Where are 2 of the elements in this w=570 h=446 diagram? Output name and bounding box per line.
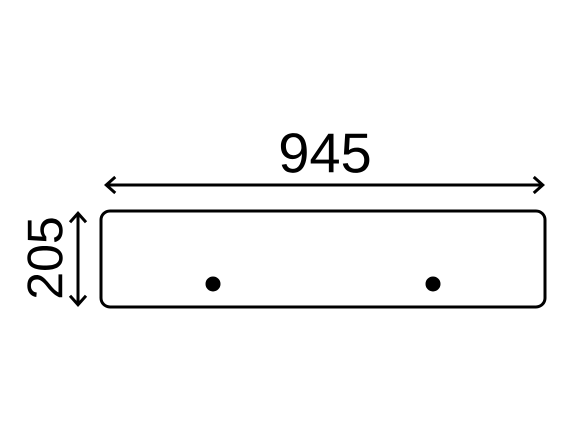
dimension-label: 205 (27, 218, 63, 298)
dimension-label: 945 (280, 133, 370, 173)
